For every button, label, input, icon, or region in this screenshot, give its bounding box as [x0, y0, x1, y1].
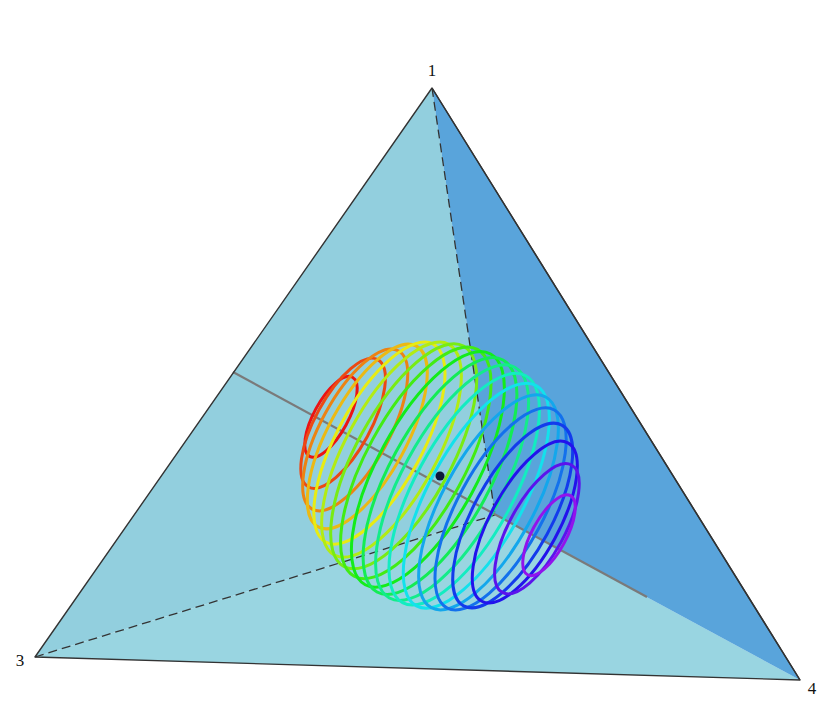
sphere-ring [478, 452, 596, 606]
sphere-ring [375, 363, 578, 629]
vertex-label: 4 [808, 680, 817, 697]
vertex-label: 1 [428, 62, 437, 79]
front-face [35, 88, 800, 680]
edge [432, 88, 800, 680]
vertex-label: 3 [16, 652, 25, 669]
sphere-ring [512, 487, 585, 582]
sphere-ring [452, 427, 598, 618]
center-dot [436, 472, 445, 481]
front-edges [35, 88, 800, 680]
sphere-rings [282, 323, 598, 630]
sphere-ring [429, 406, 596, 624]
